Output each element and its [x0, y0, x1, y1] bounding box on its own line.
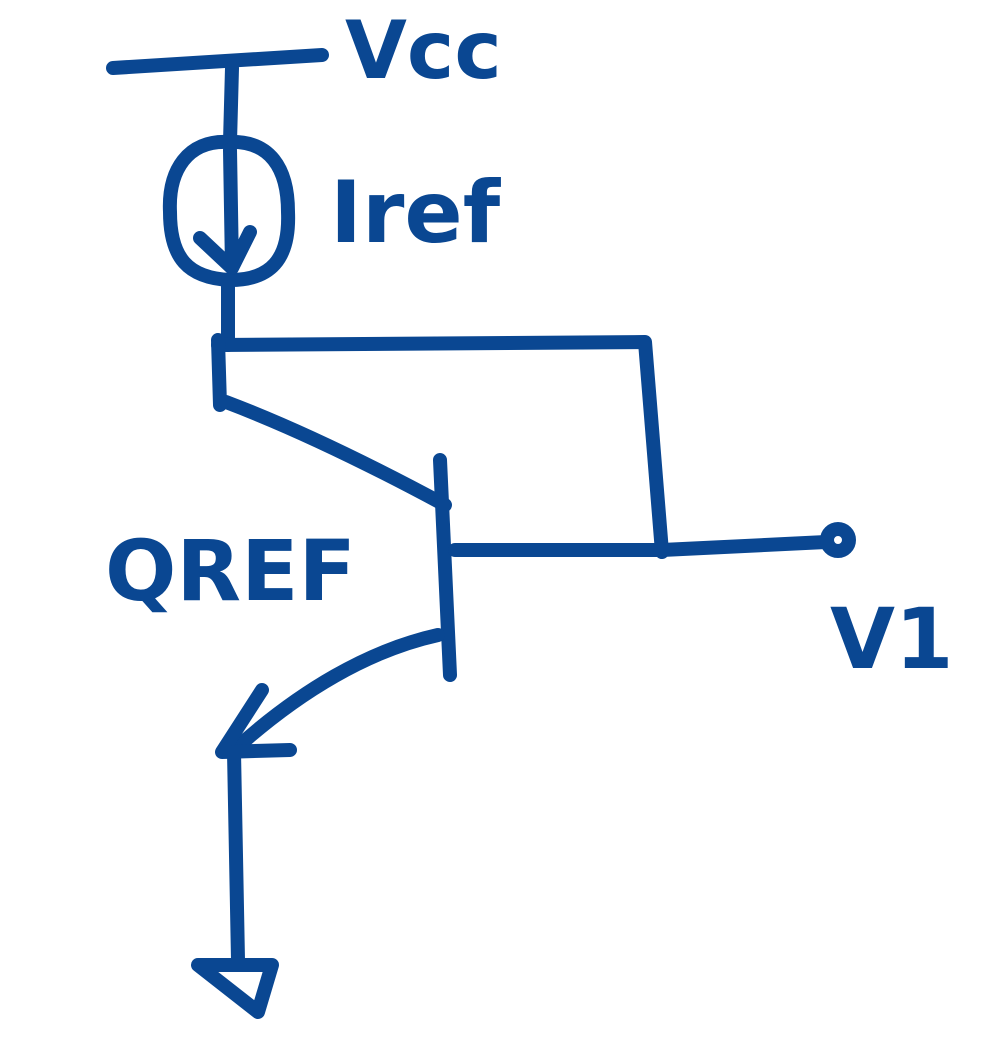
current-direction-arrow-icon — [193, 143, 257, 275]
collector-base-tie-wire — [211, 335, 669, 559]
emitter-to-ground-wire — [227, 745, 245, 967]
transistor-emitter — [225, 628, 445, 759]
transistor-base-bar — [433, 453, 457, 682]
vcc-label: Vcc — [345, 4, 502, 97]
vcc-to-source-wire — [223, 61, 239, 149]
input-terminal — [820, 522, 856, 558]
collector-lead — [211, 333, 227, 412]
transistor-collector — [219, 395, 452, 512]
iref-label: Iref — [330, 163, 502, 263]
v1-label: V1 — [830, 590, 953, 688]
vcc-rail — [106, 48, 329, 75]
circuit-ink — [106, 48, 856, 1019]
base-to-input-wire — [448, 535, 833, 557]
ground-icon — [191, 958, 279, 1019]
qref-label: QREF — [105, 522, 356, 620]
emitter-arrow-icon — [215, 683, 297, 759]
